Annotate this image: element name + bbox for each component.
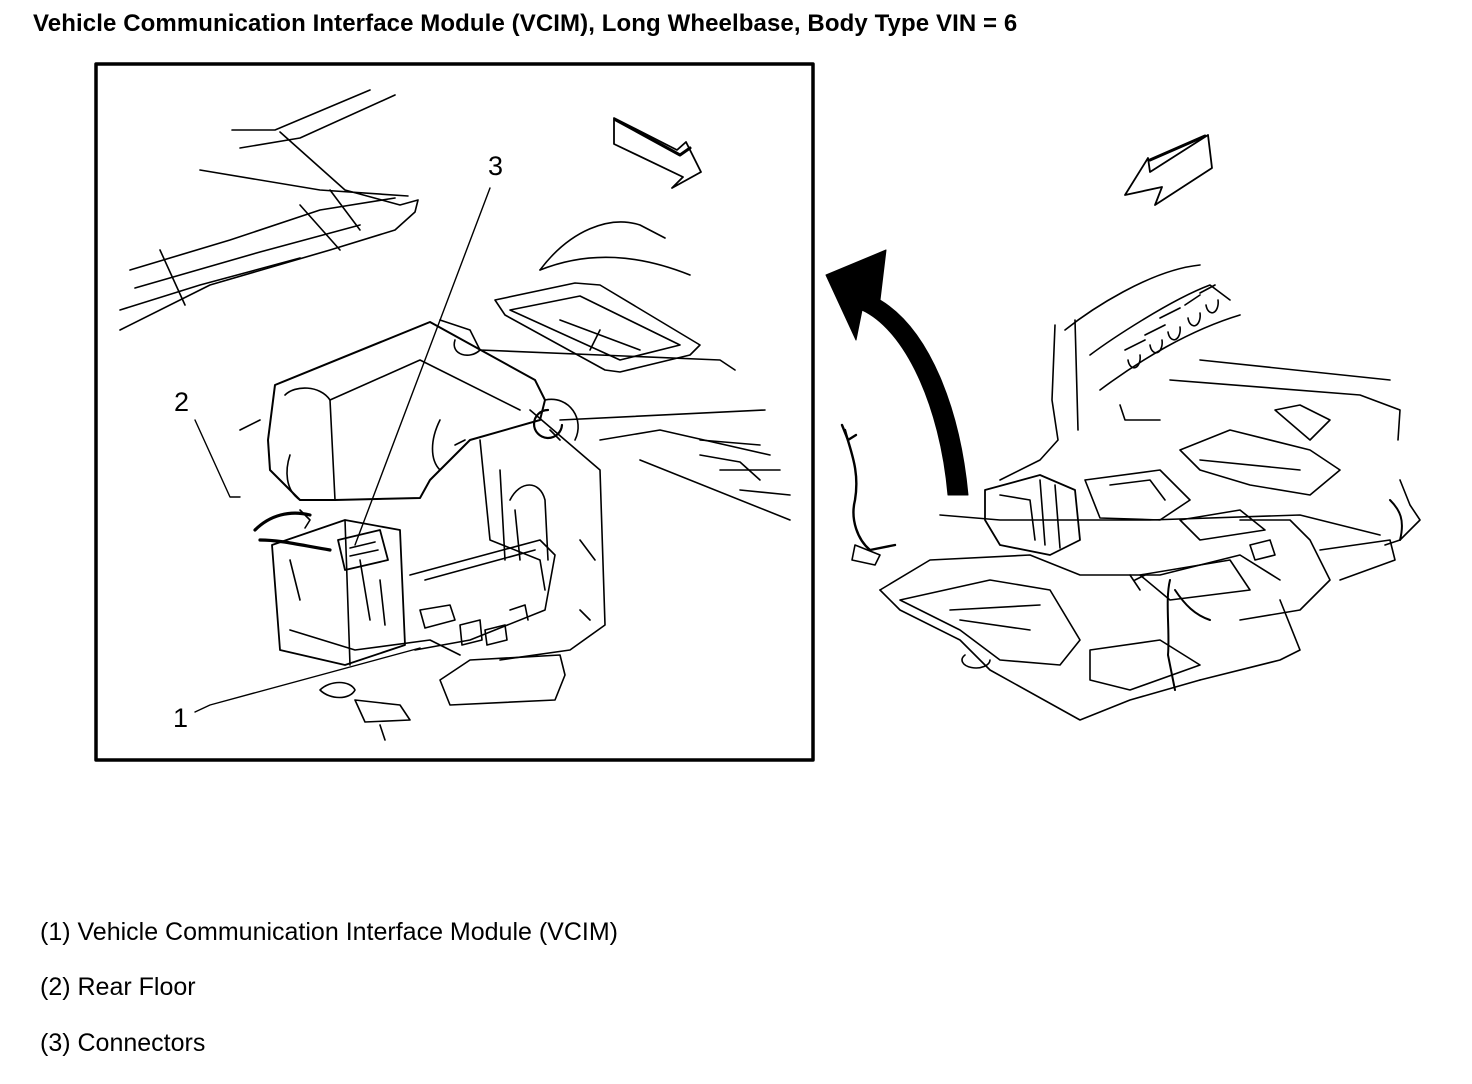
- callout-1: 1: [173, 703, 188, 733]
- leader-line-1: [194, 647, 421, 713]
- vcim-cover: [267, 321, 546, 501]
- vcim-location: [984, 474, 1081, 556]
- diagram-title: Vehicle Communication Interface Module (…: [33, 10, 1018, 37]
- legend-item-connectors: (3) Connectors: [40, 1029, 206, 1057]
- direction-arrow: [613, 117, 702, 189]
- callout-3: 3: [488, 151, 503, 181]
- callout-2: 2: [174, 387, 189, 417]
- leader-line-3: [354, 187, 491, 546]
- zoom-pointer-arrow: [825, 249, 969, 496]
- wire-harness: [843, 428, 897, 552]
- legend-item-vcim: (1) Vehicle Communication Interface Modu…: [40, 918, 619, 946]
- leader-line-2: [194, 419, 241, 498]
- detail-view-frame: [94, 62, 815, 762]
- overview-vehicle-floor: [840, 134, 1421, 721]
- direction-arrow-overview: [1124, 134, 1213, 206]
- legend-item-rear-floor: (2) Rear Floor: [40, 973, 196, 1001]
- detail-view-drawing: 1 2 3: [119, 89, 791, 741]
- connectors: [253, 509, 389, 571]
